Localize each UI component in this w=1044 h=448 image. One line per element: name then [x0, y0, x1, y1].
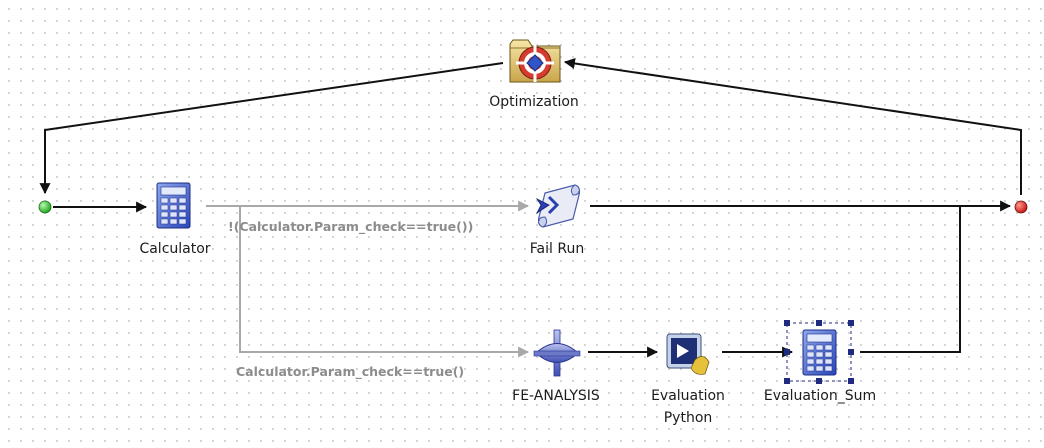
link-optimization-to-start[interactable]: [39, 62, 504, 195]
selection-outline: [786, 322, 852, 382]
link-end-to-optimization[interactable]: [563, 58, 1022, 195]
evaluation-python-node-icon[interactable]: [666, 333, 710, 375]
fe-analysis-label: FE-ANALYSIS: [512, 388, 600, 404]
fail-branch-condition-label: !(Calculator.Param_check==true()): [228, 219, 474, 234]
fe-analysis-node-icon[interactable]: [533, 329, 581, 377]
evaluation-sum-label: Evaluation_Sum: [763, 388, 877, 404]
optimization-node-icon[interactable]: [509, 39, 561, 83]
end-node-icon[interactable]: [1014, 200, 1028, 214]
conditional-link-calculator-to-fe-analysis[interactable]: [239, 206, 530, 358]
evaluation-python-label-line1: Evaluation: [651, 388, 725, 404]
fail-run-node-icon[interactable]: [535, 184, 581, 228]
fail-run-label: Fail Run: [529, 241, 585, 257]
evaluation-sum-node-icon[interactable]: [802, 329, 837, 376]
calculator-node-icon[interactable]: [156, 182, 191, 229]
evaluation-python-label-line2: Python: [663, 410, 713, 426]
link-evalsum-to-end[interactable]: [860, 206, 961, 353]
optimization-label: Optimization: [489, 94, 579, 110]
analysis-branch-condition-label: Calculator.Param_check==true(): [236, 364, 465, 379]
calculator-label: Calculator: [139, 241, 211, 257]
start-node-icon[interactable]: [38, 200, 52, 214]
